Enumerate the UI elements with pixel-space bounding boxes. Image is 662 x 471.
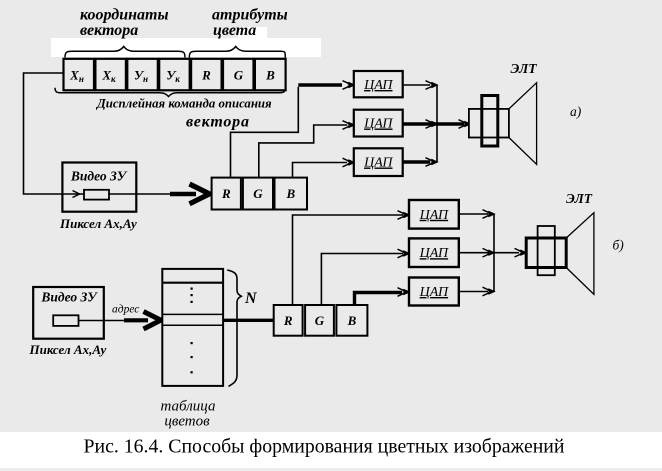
svg-text:B: B — [285, 186, 295, 201]
svg-text:G: G — [234, 68, 244, 83]
svg-text:адрес: адрес — [112, 304, 139, 316]
svg-text:B: B — [265, 68, 275, 83]
svg-text:Видео ЗУ: Видео ЗУ — [70, 169, 128, 184]
svg-text:а): а) — [570, 104, 582, 119]
svg-text:ЦАП: ЦАП — [363, 78, 393, 93]
svg-text:R: R — [221, 186, 231, 201]
svg-text:G: G — [253, 186, 263, 201]
svg-text:B: B — [347, 313, 357, 328]
svg-text:Пиксел Ах,Ау: Пиксел Ах,Ау — [29, 342, 107, 357]
svg-text:Видео ЗУ: Видео ЗУ — [40, 290, 98, 305]
svg-text:ЦАП: ЦАП — [419, 285, 449, 300]
svg-text:N: N — [244, 290, 258, 307]
svg-text:Пиксел Ах,Ау: Пиксел Ах,Ау — [59, 216, 137, 231]
svg-text:ЭЛТ: ЭЛТ — [566, 191, 593, 206]
svg-text:ЦАП: ЦАП — [419, 246, 449, 261]
svg-text:цвета: цвета — [213, 22, 256, 39]
svg-text:R: R — [283, 313, 293, 328]
svg-text:Дисплейная команда описания: Дисплейная команда описания — [96, 97, 272, 111]
svg-text:таблица: таблица — [161, 399, 216, 415]
svg-text:R: R — [201, 68, 211, 83]
svg-text:Рис. 16.4. Способы формировани: Рис. 16.4. Способы формирования цветных … — [84, 436, 565, 458]
svg-text:ЦАП: ЦАП — [419, 208, 449, 223]
svg-text:цветов: цветов — [164, 414, 210, 430]
svg-text:ЦАП: ЦАП — [363, 156, 393, 171]
svg-text:координаты: координаты — [80, 7, 169, 24]
svg-text:вектора: вектора — [80, 22, 138, 39]
svg-text:вектора: вектора — [186, 114, 250, 131]
svg-text:ЦАП: ЦАП — [363, 117, 393, 132]
svg-text:б): б) — [613, 238, 625, 253]
svg-text:ЭЛТ: ЭЛТ — [510, 61, 537, 76]
svg-text:атрибуты: атрибуты — [212, 7, 288, 24]
svg-text:G: G — [315, 313, 325, 328]
